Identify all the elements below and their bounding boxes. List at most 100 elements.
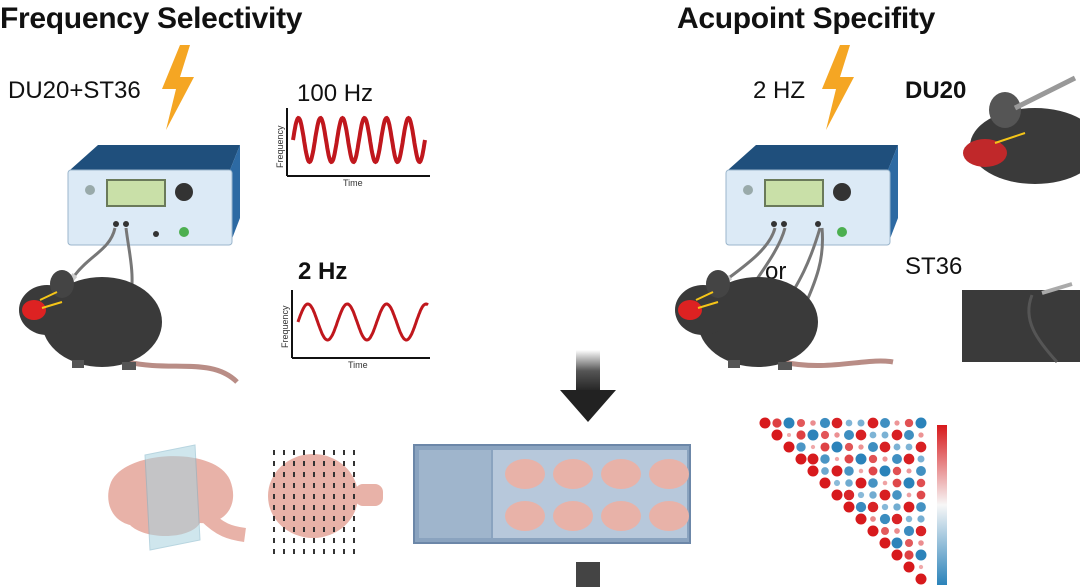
heatmap-cell (855, 513, 867, 525)
grid-mark (333, 549, 335, 554)
brain-section (553, 501, 593, 531)
brain-sagittal-icon (108, 444, 247, 551)
heatmap-cell (892, 466, 902, 476)
heatmap-cell (858, 444, 864, 450)
heatmap-cell (820, 442, 830, 452)
grid-mark (333, 538, 335, 543)
heatmap-cell (855, 501, 867, 513)
grid-mark (323, 494, 325, 499)
wave-high-yaxis: Frequency (275, 125, 285, 168)
heatmap-cell (918, 564, 924, 570)
grid-mark (323, 450, 325, 455)
heatmap-cell (810, 420, 816, 426)
heatmap-cell (917, 455, 925, 463)
heatmap-cell (903, 561, 915, 573)
grid-mark (333, 516, 335, 521)
grid-mark (313, 461, 315, 466)
heatmap-cell (807, 453, 819, 465)
grid-mark (293, 549, 295, 554)
heatmap-cell (892, 490, 902, 500)
heatmap-cell (783, 441, 795, 453)
left-stim-label: DU20+ST36 (8, 77, 141, 104)
brain-section (553, 459, 593, 489)
heatmap-cell (795, 453, 807, 465)
grid-mark (343, 450, 345, 455)
wave-2hz-plot: Frequency Time (280, 290, 430, 370)
grid-mark (353, 505, 355, 510)
grid-mark (313, 516, 315, 521)
heatmap-cell (796, 418, 806, 428)
grid-mark (303, 538, 305, 543)
lightning-icon (162, 45, 194, 130)
heatmap-cell (891, 549, 903, 561)
mouse-head-du20-image (963, 75, 1080, 184)
heatmap-cell (918, 540, 924, 546)
heatmap-cell (867, 501, 879, 513)
grid-mark (323, 505, 325, 510)
grid-mark (353, 549, 355, 554)
heatmap-cell (880, 418, 890, 428)
heatmap-cell (904, 418, 914, 428)
left-title: Frequency Selectivity (0, 2, 303, 35)
heatmap-cell (855, 453, 867, 465)
right-stim-label: 2 HZ (753, 77, 806, 104)
grid-mark (303, 527, 305, 532)
heatmap-cell (843, 429, 855, 441)
grid-mark (333, 450, 335, 455)
heatmap-cell (891, 537, 903, 549)
grid-mark (353, 494, 355, 499)
grid-mark (303, 505, 305, 510)
grid-mark (273, 527, 275, 532)
grid-mark (343, 461, 345, 466)
heatmap-cell (879, 489, 891, 501)
heatmap-cell (783, 417, 795, 429)
heatmap-cell (868, 478, 878, 488)
stimulator-device-icon (725, 145, 898, 246)
grid-mark (293, 472, 295, 477)
heatmap-cell (855, 429, 867, 441)
grid-mark (283, 505, 285, 510)
grid-mark (313, 505, 315, 510)
grid-mark (343, 527, 345, 532)
brain-section (601, 501, 641, 531)
heatmap-cell (892, 454, 902, 464)
heatmap-cell (821, 467, 829, 475)
heatmap-cell (845, 479, 853, 487)
heatmap-cell (796, 442, 806, 452)
heatmap-cell (831, 489, 843, 501)
grid-mark (353, 472, 355, 477)
heatmap-cell (820, 454, 830, 464)
grid-mark (313, 450, 315, 455)
heatmap-cell (879, 537, 891, 549)
grid-mark (353, 538, 355, 543)
heatmap-cell (858, 468, 864, 474)
heatmap-cell (868, 466, 878, 476)
grid-mark (283, 494, 285, 499)
grid-mark (353, 461, 355, 466)
mouse-icon (675, 270, 894, 370)
grid-mark (323, 472, 325, 477)
heatmap-cell (891, 513, 903, 525)
du20-label: DU20 (905, 77, 967, 104)
heatmap-cell (844, 466, 854, 476)
grid-mark (293, 450, 295, 455)
grid-mark (333, 472, 335, 477)
heatmap-cell (867, 525, 879, 537)
grid-mark (343, 472, 345, 477)
grid-mark (333, 494, 335, 499)
grid-mark (333, 527, 335, 532)
heatmap-cell (881, 503, 889, 511)
heatmap-cell (879, 465, 891, 477)
heatmap-cell (869, 491, 877, 499)
heatmap-cell (759, 417, 771, 429)
heatmap-cell (903, 477, 915, 489)
heatmap-cell (868, 454, 878, 464)
heatmap-cell (831, 441, 843, 453)
grid-mark (323, 461, 325, 466)
wave-high-xaxis: Time (343, 178, 363, 188)
wave-low-xaxis: Time (348, 360, 368, 370)
grid-mark (313, 483, 315, 488)
brain-section (649, 459, 689, 489)
grid-mark (313, 549, 315, 554)
grid-mark (283, 461, 285, 466)
